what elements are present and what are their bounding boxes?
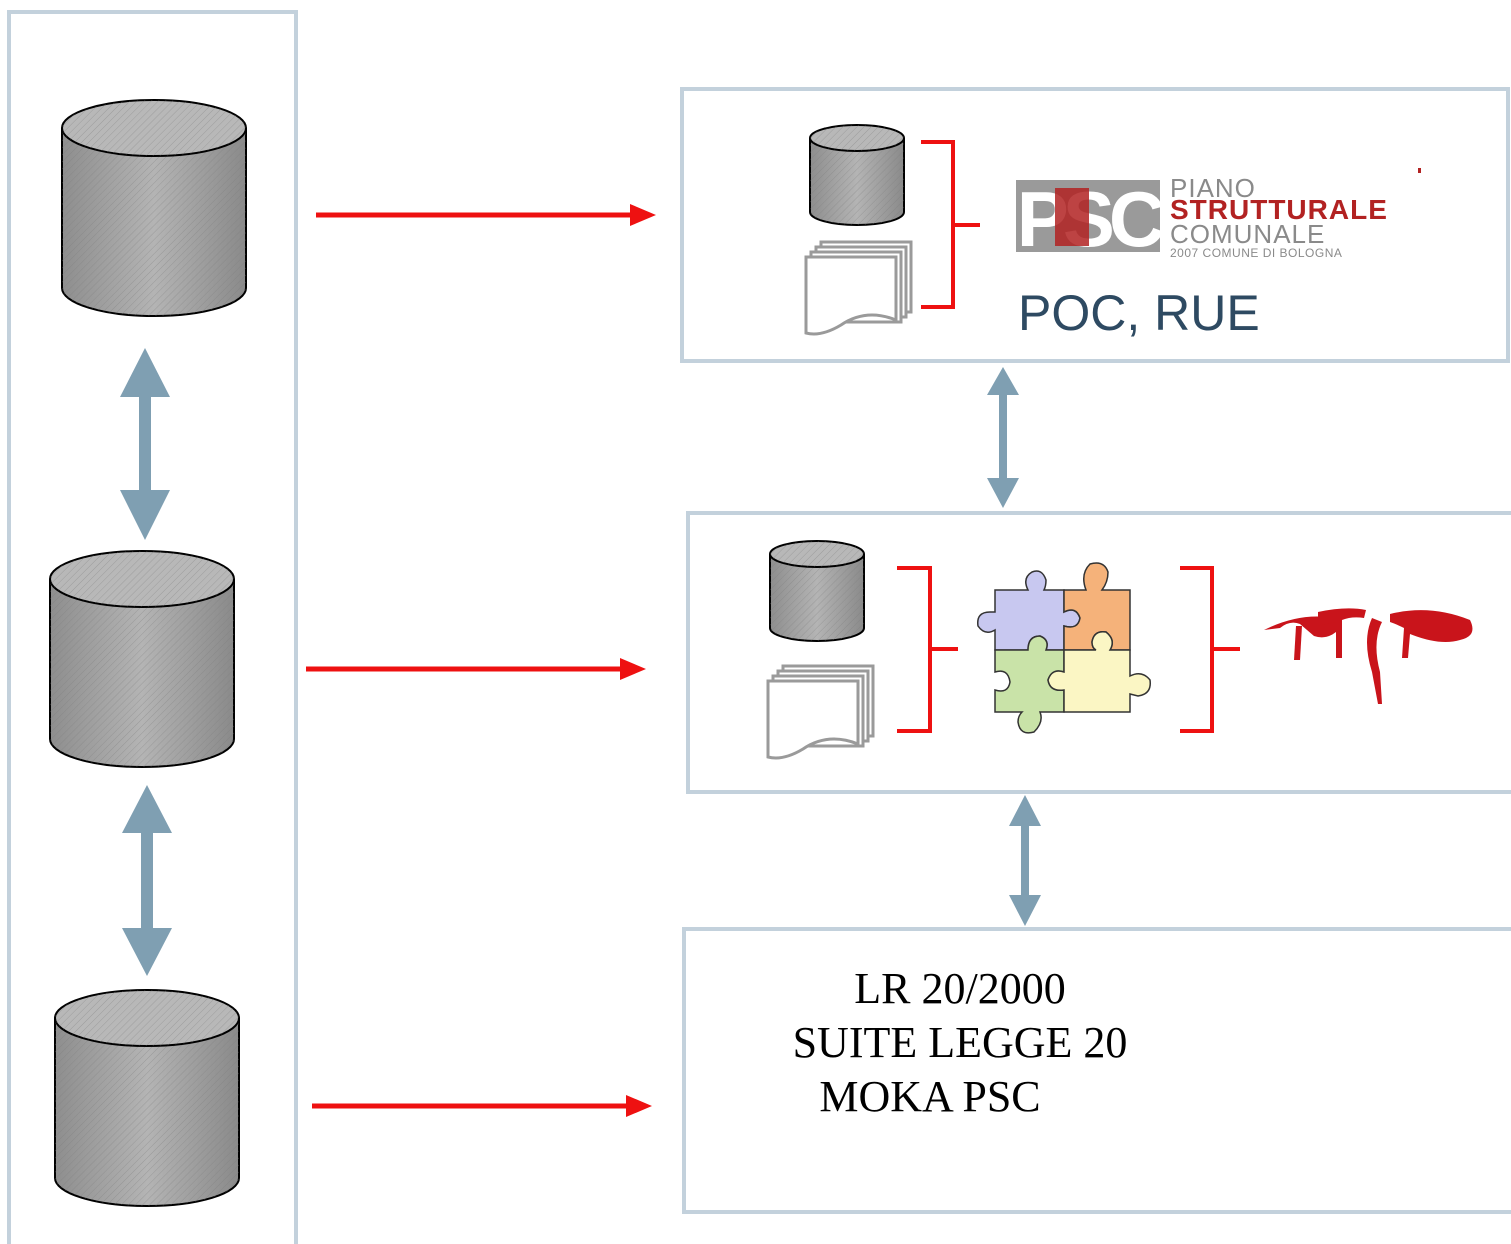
documents-icon [804, 240, 913, 336]
psc-logo: PSC [1016, 168, 1421, 263]
psc-logo-line4: 2007 COMUNE DI BOLOGNA [1170, 246, 1343, 260]
bottom-box-line: MOKA PSC [819, 1072, 1041, 1121]
documents-icon [766, 664, 875, 760]
database-icon [809, 124, 905, 226]
red-arrow-icon [306, 658, 646, 680]
ptcp-logo [1264, 608, 1473, 704]
bottom-box-line: LR 20/2000 [854, 964, 1066, 1013]
bottom-box [682, 927, 1511, 1214]
puzzle-icon [977, 562, 1151, 734]
top-box-label: POC, RUE [1018, 285, 1260, 341]
double-arrow-icon [122, 785, 172, 976]
psc-logo-line2: STRUTTURALE [1170, 194, 1388, 225]
double-arrow-icon [987, 367, 1019, 508]
database-icon [54, 989, 240, 1207]
psc-logo-line1: PIANO [1170, 173, 1256, 203]
double-arrow-icon [1009, 795, 1041, 926]
bottom-box-text: LR 20/2000 SUITE LEGGE 20 MOKA PSC [690, 962, 1230, 1124]
svg-text:PSC: PSC [1017, 175, 1164, 263]
database-icon [769, 540, 865, 642]
middle-box [686, 511, 1511, 794]
database-icon [61, 99, 247, 317]
bottom-box-line: SUITE LEGGE 20 [792, 1018, 1128, 1067]
psc-logo-line3: COMUNALE [1170, 219, 1326, 249]
double-arrow-icon [120, 348, 170, 540]
red-arrow-icon [316, 204, 656, 226]
bracket [1180, 566, 1240, 733]
bracket [921, 140, 980, 309]
red-arrow-icon [312, 1095, 652, 1117]
bracket [897, 566, 958, 733]
top-box [680, 87, 1510, 363]
left-container [7, 10, 298, 1244]
database-icon [49, 550, 235, 768]
